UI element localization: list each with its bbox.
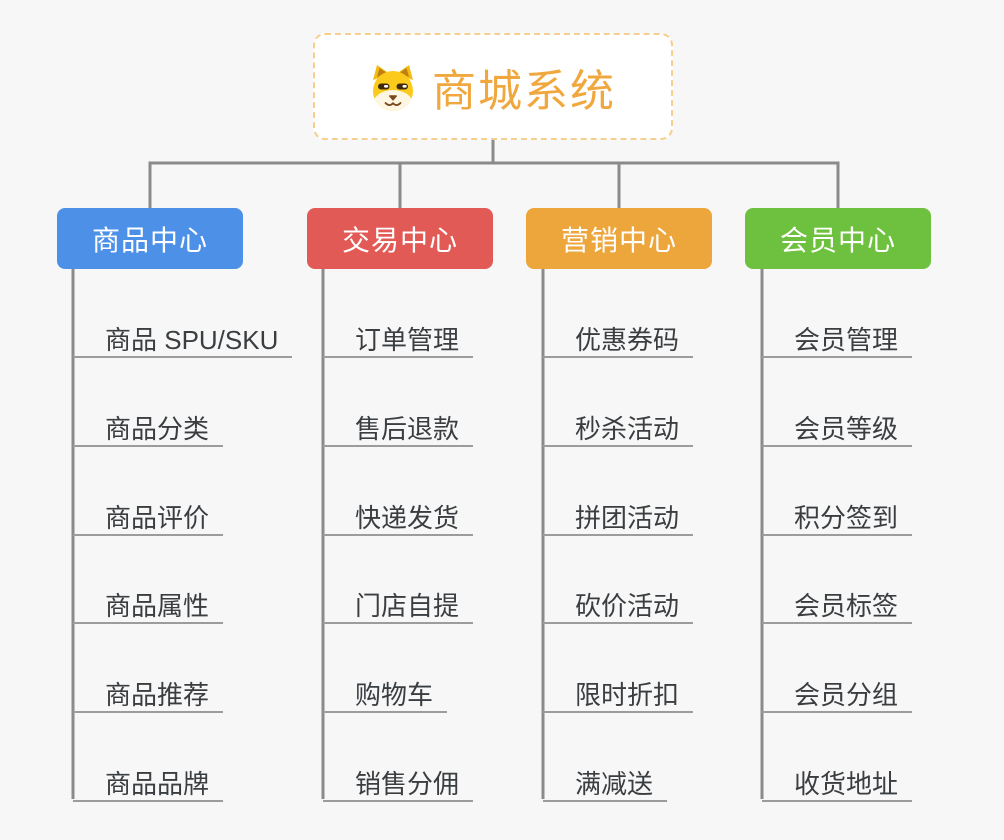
leaf-node[interactable]: 砍价活动 [543, 575, 694, 624]
leaf-node[interactable]: 限时折扣 [543, 664, 694, 713]
leaf-label: 商品推荐 [105, 680, 210, 710]
dog-face-icon [373, 64, 413, 111]
leaf-label: 销售分佣 [355, 769, 460, 799]
leaf-label: 商品分类 [105, 414, 210, 444]
branch-trade-center[interactable]: 交易中心 [307, 208, 493, 269]
leaf-label: 商品属性 [105, 591, 210, 621]
leaf-node[interactable]: 商品 SPU/SKU [73, 309, 293, 358]
leaf-node[interactable]: 商品分类 [73, 398, 224, 447]
leaf-label: 会员管理 [794, 325, 899, 355]
leaf-node[interactable]: 收货地址 [762, 753, 913, 802]
leaf-node[interactable]: 门店自提 [323, 575, 474, 624]
leaf-label: 快递发货 [355, 503, 460, 533]
leaf-node[interactable]: 商品推荐 [73, 664, 224, 713]
leaf-label: 门店自提 [355, 591, 460, 621]
leaf-node[interactable]: 会员等级 [762, 398, 913, 447]
leaf-node[interactable]: 积分签到 [762, 487, 913, 536]
branch-member-center[interactable]: 会员中心 [745, 208, 931, 269]
leaf-label: 拼团活动 [575, 503, 680, 533]
leaf-label: 购物车 [355, 680, 434, 710]
leaf-node[interactable]: 优惠券码 [543, 309, 694, 358]
leaf-label: 售后退款 [355, 414, 460, 444]
leaf-node[interactable]: 拼团活动 [543, 487, 694, 536]
leaf-label: 商品品牌 [105, 769, 210, 799]
leaf-label: 满减送 [575, 769, 654, 799]
leaf-node[interactable]: 商品评价 [73, 487, 224, 536]
root-node[interactable]: 商城系统 [313, 33, 673, 140]
branch-product-center[interactable]: 商品中心 [57, 208, 243, 269]
branch-label: 商品中心 [91, 224, 208, 256]
leaf-node[interactable]: 秒杀活动 [543, 398, 694, 447]
leaf-node[interactable]: 售后退款 [323, 398, 474, 447]
leaf-node[interactable]: 会员分组 [762, 664, 913, 713]
leaf-node[interactable]: 会员管理 [762, 309, 913, 358]
leaf-label: 商品 SPU/SKU [105, 325, 279, 355]
leaf-node[interactable]: 商品属性 [73, 575, 224, 624]
branch-marketing-center[interactable]: 营销中心 [526, 208, 712, 269]
leaf-label: 订单管理 [355, 325, 460, 355]
branch-label: 营销中心 [560, 224, 677, 256]
leaf-label: 积分签到 [794, 503, 899, 533]
leaf-label: 收货地址 [794, 769, 899, 799]
leaf-node[interactable]: 会员标签 [762, 575, 913, 624]
leaf-label: 会员分组 [794, 680, 899, 710]
leaf-label: 秒杀活动 [575, 414, 680, 444]
branch-label: 交易中心 [341, 224, 458, 256]
leaf-node[interactable]: 购物车 [323, 664, 448, 713]
leaf-label: 砍价活动 [575, 591, 680, 621]
leaf-label: 会员标签 [794, 591, 899, 621]
leaf-label: 优惠券码 [575, 325, 680, 355]
root-title: 商城系统 [432, 66, 616, 116]
leaf-label: 限时折扣 [575, 680, 680, 710]
leaf-node[interactable]: 快递发货 [323, 487, 474, 536]
leaf-label: 会员等级 [794, 414, 899, 444]
branch-label: 会员中心 [779, 224, 896, 256]
leaf-node[interactable]: 商品品牌 [73, 753, 224, 802]
leaf-node[interactable]: 满减送 [543, 753, 668, 802]
leaf-label: 商品评价 [105, 503, 210, 533]
leaf-node[interactable]: 销售分佣 [323, 753, 474, 802]
leaf-node[interactable]: 订单管理 [323, 309, 474, 358]
